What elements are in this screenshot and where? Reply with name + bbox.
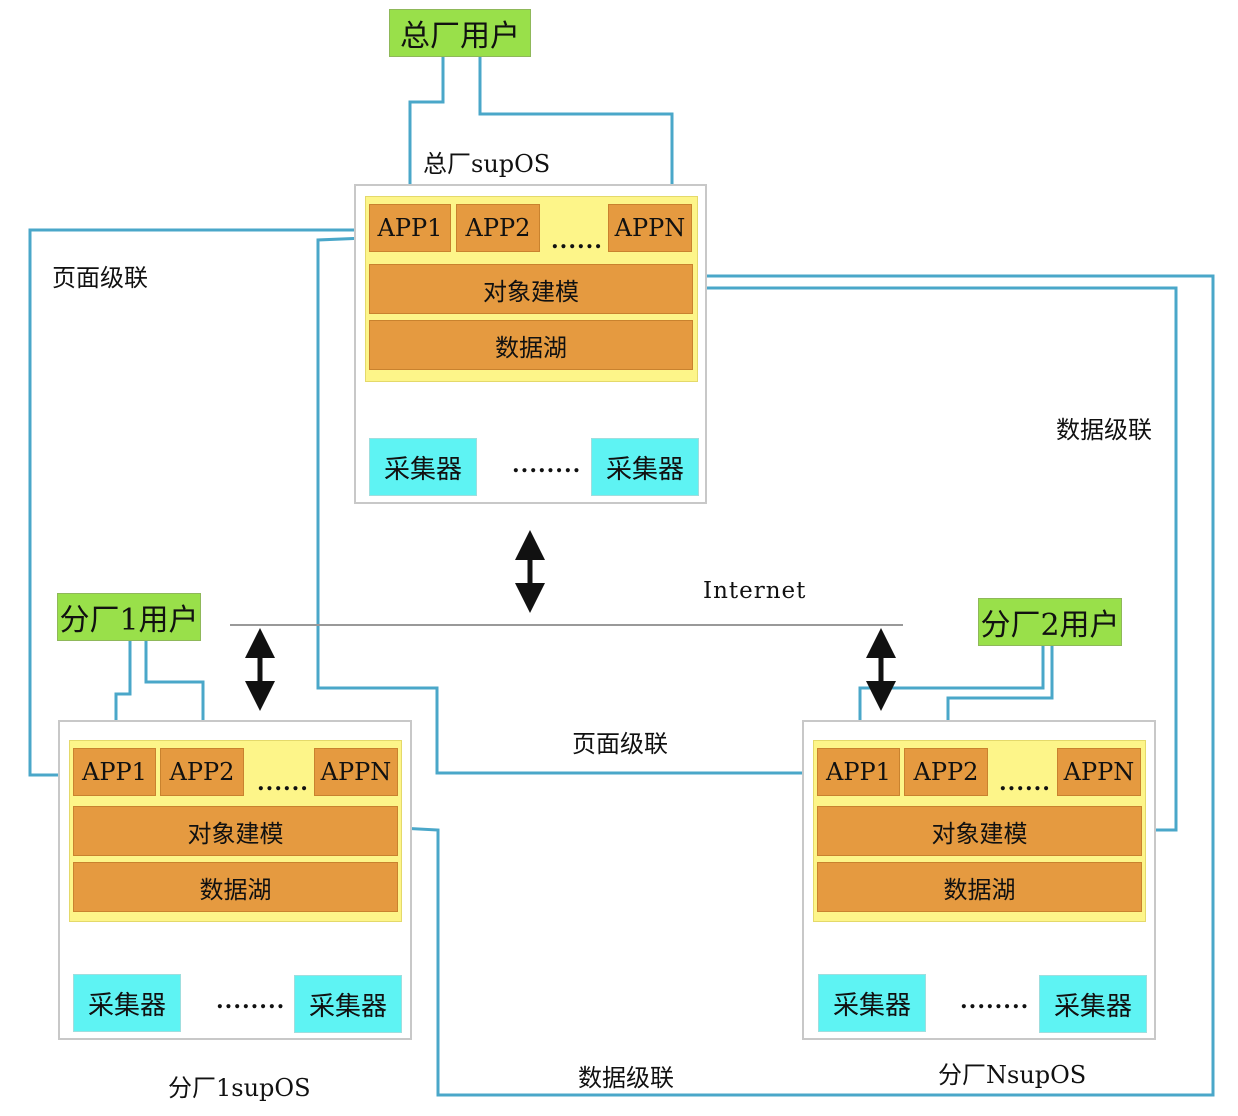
wire-hq-user-app1 xyxy=(408,56,445,205)
hq-appn: APPN xyxy=(608,204,692,252)
wire-branch2-user-app1 xyxy=(858,645,1045,750)
hq-app2: APP2 xyxy=(456,204,540,252)
hq-data-lake: 数据湖 xyxy=(369,320,693,370)
branchN-system-label: 分厂NsupOS xyxy=(938,1061,1087,1089)
hq-object-modeling-label: 对象建模 xyxy=(483,277,579,306)
data-cascade-label-right: 数据级联 xyxy=(1056,416,1152,444)
branchN-app1: APP1 xyxy=(817,748,900,796)
hq-app2-label: APP2 xyxy=(465,214,531,242)
wire-hq-user-appn xyxy=(478,56,674,205)
hq-collector-2-label: 采集器 xyxy=(605,454,684,485)
branchN-collector-1-label: 采集器 xyxy=(832,990,911,1021)
branch1-collector-ellipsis: ........ xyxy=(216,988,286,1014)
branchN-object-modeling-label: 对象建模 xyxy=(931,819,1028,848)
page-cascade-label-middle: 页面级联 xyxy=(572,730,668,758)
branch1-app-ellipsis: ...... xyxy=(257,770,309,796)
hq-collector-2: 采集器 xyxy=(591,438,699,496)
branch1-user-label: 分厂1用户 xyxy=(59,603,199,638)
branch2-user-box: 分厂2用户 xyxy=(978,598,1122,646)
page-cascade-label-top: 页面级联 xyxy=(52,264,148,292)
branchN-app-ellipsis: ...... xyxy=(999,770,1051,796)
branchN-collector-1: 采集器 xyxy=(818,974,926,1032)
wire-data-cascade-outer xyxy=(399,274,1215,1097)
branch1-system-label: 分厂1supOS xyxy=(168,1074,311,1102)
branchN-appn: APPN xyxy=(1057,748,1141,796)
internet-label: Internet xyxy=(703,578,807,604)
branch1-collector-1-label: 采集器 xyxy=(87,990,166,1021)
branchN-data-lake: 数据湖 xyxy=(817,862,1142,912)
branchN-data-lake-label: 数据湖 xyxy=(943,875,1016,904)
hq-app1-label: APP1 xyxy=(377,214,443,242)
hq-collector-ellipsis: ........ xyxy=(512,452,582,478)
branchN-app2-label: APP2 xyxy=(913,758,979,786)
hq-user-box: 总厂用户 xyxy=(389,9,531,57)
branch1-data-lake: 数据湖 xyxy=(73,862,398,912)
branch1-appn-label: APPN xyxy=(320,758,392,786)
branch1-collector-2-label: 采集器 xyxy=(308,991,387,1022)
branch1-appn: APPN xyxy=(314,748,398,796)
hq-app-ellipsis: ...... xyxy=(551,228,603,254)
data-cascade-label-bottom: 数据级联 xyxy=(578,1064,674,1092)
branchN-app1-label: APP1 xyxy=(826,758,891,786)
branch1-collector-2: 采集器 xyxy=(294,975,402,1033)
wire-page-cascade-middle xyxy=(316,236,816,775)
hq-data-lake-label: 数据湖 xyxy=(495,333,567,362)
branch2-user-label: 分厂2用户 xyxy=(980,608,1120,643)
branch1-object-modeling-label: 对象建模 xyxy=(187,819,284,848)
branchN-collector-2-label: 采集器 xyxy=(1053,991,1132,1022)
branch1-data-lake-label: 数据湖 xyxy=(199,875,272,904)
branch1-user-box: 分厂1用户 xyxy=(57,593,201,641)
hq-collector-1-label: 采集器 xyxy=(383,454,462,485)
branch1-collector-1: 采集器 xyxy=(73,974,181,1032)
branchN-object-modeling: 对象建模 xyxy=(817,806,1142,856)
branchN-collector-2: 采集器 xyxy=(1039,975,1147,1033)
wire-page-cascade-left xyxy=(28,228,366,777)
branchN-app2: APP2 xyxy=(904,748,988,796)
branch1-app1-label: APP1 xyxy=(82,758,147,786)
branchN-collector-ellipsis: ........ xyxy=(960,988,1030,1014)
wire-branch1-user-app2 xyxy=(144,640,205,750)
hq-user-label: 总厂用户 xyxy=(400,19,520,54)
hq-appn-label: APPN xyxy=(614,214,686,242)
branch1-app1: APP1 xyxy=(73,748,156,796)
branchN-appn-label: APPN xyxy=(1063,758,1135,786)
hq-collector-1: 采集器 xyxy=(369,438,477,496)
hq-app1: APP1 xyxy=(369,204,451,252)
branch1-app2-label: APP2 xyxy=(169,758,235,786)
wire-data-cascade-inner xyxy=(694,286,1178,832)
hq-system-label: 总厂supOS xyxy=(423,150,551,178)
hq-object-modeling: 对象建模 xyxy=(369,264,693,314)
branch1-object-modeling: 对象建模 xyxy=(73,806,398,856)
branch1-app2: APP2 xyxy=(160,748,244,796)
